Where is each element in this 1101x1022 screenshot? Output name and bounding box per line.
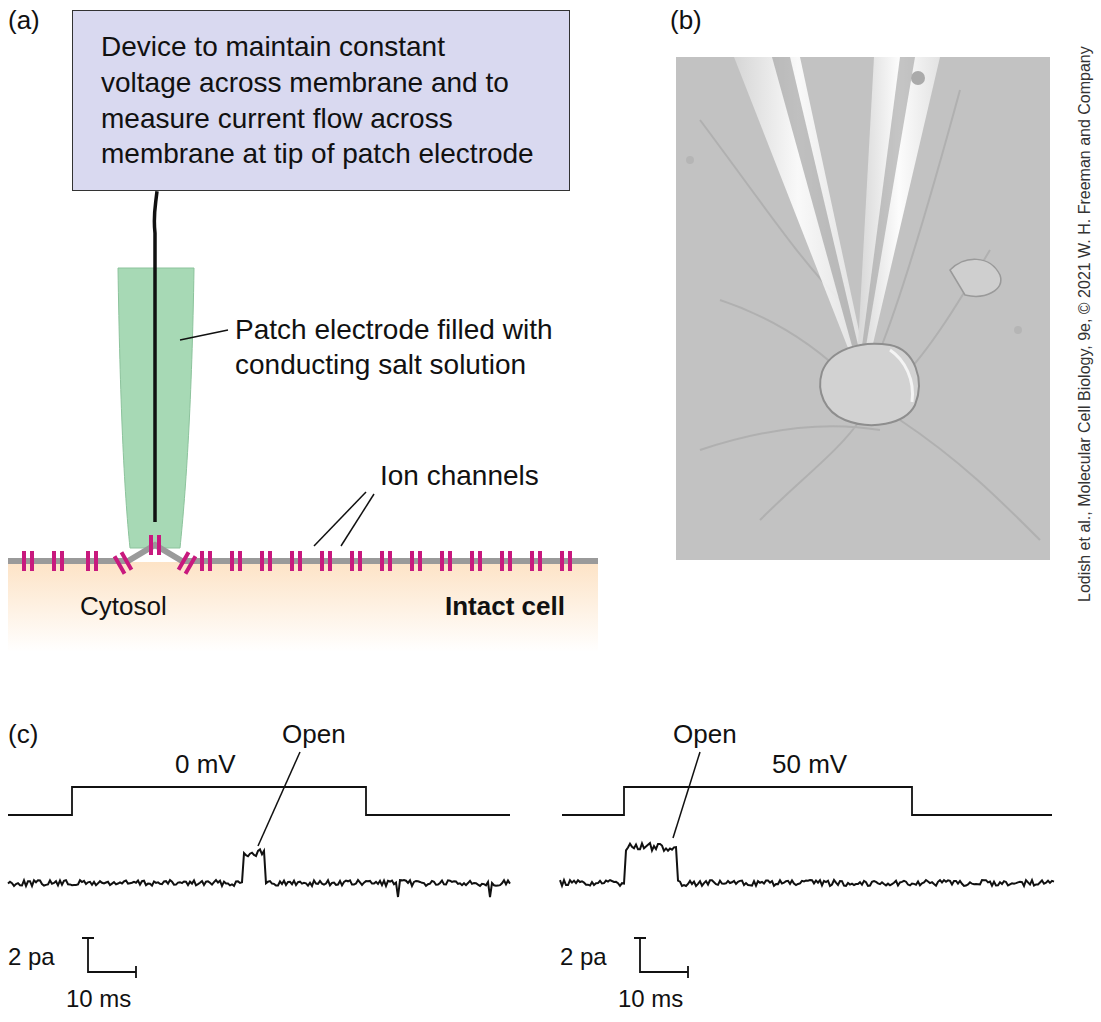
ion-channel bbox=[412, 551, 420, 571]
leader-line bbox=[341, 494, 374, 546]
ion-channel bbox=[292, 551, 300, 571]
ion-channel bbox=[502, 551, 510, 571]
part-label: Ion channels bbox=[380, 458, 539, 493]
box-text: Device to maintain constant voltage acro… bbox=[101, 29, 541, 172]
ion-channel bbox=[54, 551, 62, 571]
ion-channel bbox=[179, 552, 196, 573]
ion-channel bbox=[232, 551, 240, 571]
current-traces bbox=[8, 843, 1054, 897]
ion-channel bbox=[472, 551, 480, 571]
ion-channel bbox=[322, 551, 330, 571]
credit-line: Lodish et al., Molecular Cell Biology, 9… bbox=[1075, 46, 1095, 602]
micrograph bbox=[676, 57, 1050, 560]
ion-channel bbox=[151, 535, 159, 555]
voltage-step bbox=[8, 787, 510, 815]
ion-channel bbox=[24, 551, 32, 571]
leader-line bbox=[180, 330, 228, 340]
callout-label: Open bbox=[282, 718, 346, 751]
panel-label: (b) bbox=[670, 4, 702, 37]
scale-label: 10 ms bbox=[618, 984, 683, 1014]
scale-label: 10 ms bbox=[66, 984, 131, 1014]
panel-label: (a) bbox=[8, 4, 40, 37]
ion-channel bbox=[202, 551, 210, 571]
electrode-wire bbox=[154, 191, 157, 522]
ion-channel bbox=[115, 552, 132, 573]
voltage-step bbox=[562, 787, 1052, 815]
region-label: Intact cell bbox=[445, 590, 565, 623]
leader-line bbox=[673, 752, 700, 838]
ion-channel bbox=[352, 551, 360, 571]
scale-label: 2 pa bbox=[560, 942, 607, 972]
leader-line bbox=[258, 752, 300, 846]
ion-channel bbox=[262, 551, 270, 571]
ion-channel bbox=[88, 551, 96, 571]
panel-label: (c) bbox=[8, 718, 38, 751]
callout-label: Open bbox=[673, 718, 737, 751]
part-label: Patch electrode filled with conducting s… bbox=[235, 312, 565, 382]
ion-channels bbox=[24, 535, 570, 574]
voltage-label: 0 mV bbox=[175, 748, 236, 781]
device-box: Device to maintain constant voltage acro… bbox=[72, 10, 570, 191]
scale-label: 2 pa bbox=[8, 942, 55, 972]
wire bbox=[154, 191, 157, 522]
region-label: Cytosol bbox=[80, 590, 167, 623]
current-trace bbox=[8, 849, 510, 897]
scale-bar bbox=[634, 938, 688, 978]
voltage-label: 50 mV bbox=[772, 748, 847, 781]
scale-bar bbox=[82, 938, 136, 978]
ion-channel bbox=[562, 551, 570, 571]
ion-channel bbox=[382, 551, 390, 571]
ion-channel bbox=[442, 551, 450, 571]
current-trace bbox=[560, 843, 1054, 886]
cytosol-region bbox=[8, 562, 598, 652]
ion-channel bbox=[532, 551, 540, 571]
